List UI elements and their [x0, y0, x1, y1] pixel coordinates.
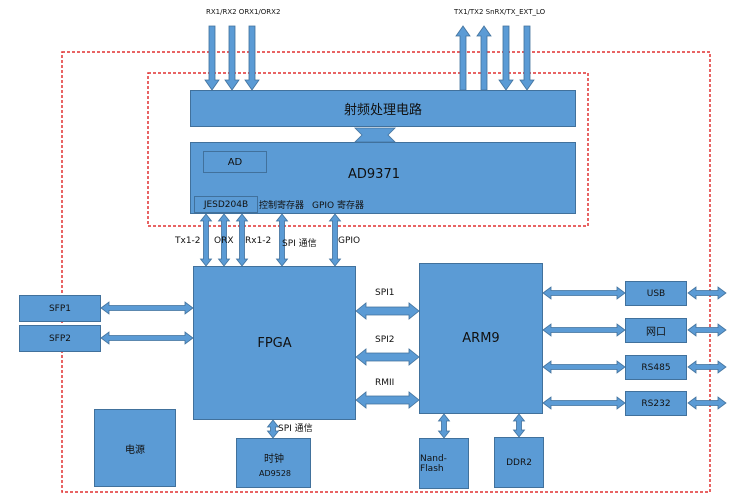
link-label-rx12: Rx1-2: [245, 236, 272, 246]
link-label-tx12: Tx1-2: [175, 236, 201, 246]
network-port-block: 网口: [625, 318, 687, 343]
rs232-label: RS232: [641, 398, 671, 409]
usb-block: USB: [625, 281, 687, 306]
sfp1-label: SFP1: [48, 303, 72, 314]
tx-output-arrow-2: [476, 25, 492, 91]
usb-label: USB: [646, 288, 666, 299]
rf-processing-block: 射频处理电路: [190, 90, 576, 127]
clock-title: 时钟: [264, 454, 284, 465]
ddr2-label: DDR2: [506, 457, 532, 468]
link-label-spi-comm: SPI 通信: [282, 239, 317, 249]
sfp2-block: SFP2: [19, 325, 101, 352]
ext-input-arrow-2: [519, 25, 535, 91]
link-label-spi2: SPI2: [375, 335, 395, 345]
arm9-block: ARM9: [419, 263, 543, 414]
rs485-block: RS485: [625, 355, 687, 380]
fpga-label: FPGA: [257, 335, 292, 351]
external-port-arrow-3: [687, 360, 727, 374]
clock-block: 时钟 AD9528: [236, 438, 311, 488]
top-signal-label-right: TX1/TX2 SnRX/TX_EXT_LO: [454, 8, 546, 16]
power-label: 电源: [125, 444, 145, 456]
outer-dashed-boundary: [61, 51, 711, 493]
inner-dashed-boundary: [147, 72, 589, 227]
power-block: 电源: [94, 409, 176, 487]
sfp1-fpga-link: [100, 301, 194, 315]
link-label-orx: ORX: [214, 236, 234, 246]
arm9-nand-link: [437, 413, 451, 439]
link-label-gpio: GPIO: [338, 236, 361, 246]
usb-link: [542, 286, 626, 300]
sfp2-label: SFP2: [48, 333, 72, 344]
ad9371-fpga-link-1: [199, 213, 213, 267]
link-label-spi1: SPI1: [375, 288, 395, 298]
rs485-label: RS485: [641, 362, 671, 373]
tx-output-arrow-1: [455, 25, 471, 91]
sfp2-fpga-link: [100, 331, 194, 345]
ad9371-label: AD9371: [348, 167, 400, 182]
external-port-arrow-1: [687, 286, 727, 300]
ad9371-block: AD9371 AD JESD204B 控制寄存器 GPIO 寄存器: [190, 142, 576, 214]
arm9-ddr2-link: [512, 413, 526, 438]
ad-subblock: AD: [203, 151, 267, 173]
rs232-link: [542, 396, 626, 410]
nand-flash-block: Nand-Flash: [419, 438, 469, 489]
rs232-block: RS232: [625, 391, 687, 416]
rx-input-arrow-3: [244, 25, 260, 91]
link-label-rmii: RMII: [375, 378, 395, 388]
external-port-arrow-2: [687, 323, 727, 337]
fpga-block: FPGA: [193, 266, 356, 420]
arm9-label: ARM9: [462, 331, 500, 346]
ad-label: AD: [227, 156, 243, 168]
sfp1-block: SFP1: [19, 295, 101, 322]
clock-chip-label: AD9528: [259, 469, 291, 478]
nand-flash-label: Nand-Flash: [420, 453, 447, 474]
jesd204b-subblock: JESD204B: [194, 196, 258, 213]
rmii-link: [355, 391, 420, 409]
rx-input-arrow-1: [204, 25, 220, 91]
control-register-label: 控制寄存器: [259, 201, 305, 211]
spi2-link: [355, 348, 420, 366]
ext-input-arrow-1: [498, 25, 514, 91]
rx-input-arrow-2: [224, 25, 240, 91]
spi1-link: [355, 302, 420, 320]
network-port-label: 网口: [646, 327, 666, 338]
ddr2-block: DDR2: [494, 437, 544, 488]
fpga-clock-link: [266, 419, 280, 439]
rs485-link: [542, 360, 626, 374]
top-signal-label-left: RX1/RX2 ORX1/ORX2: [206, 8, 281, 16]
jesd204b-label: JESD204B: [203, 199, 249, 210]
rf-processing-label: 射频处理电路: [343, 103, 422, 118]
link-label-spi-comm-clock: SPI 通信: [278, 424, 313, 434]
network-port-link: [542, 323, 626, 337]
external-port-arrow-4: [687, 396, 727, 410]
rf-ad9371-connector: [354, 127, 396, 143]
gpio-register-label: GPIO 寄存器: [312, 201, 365, 211]
